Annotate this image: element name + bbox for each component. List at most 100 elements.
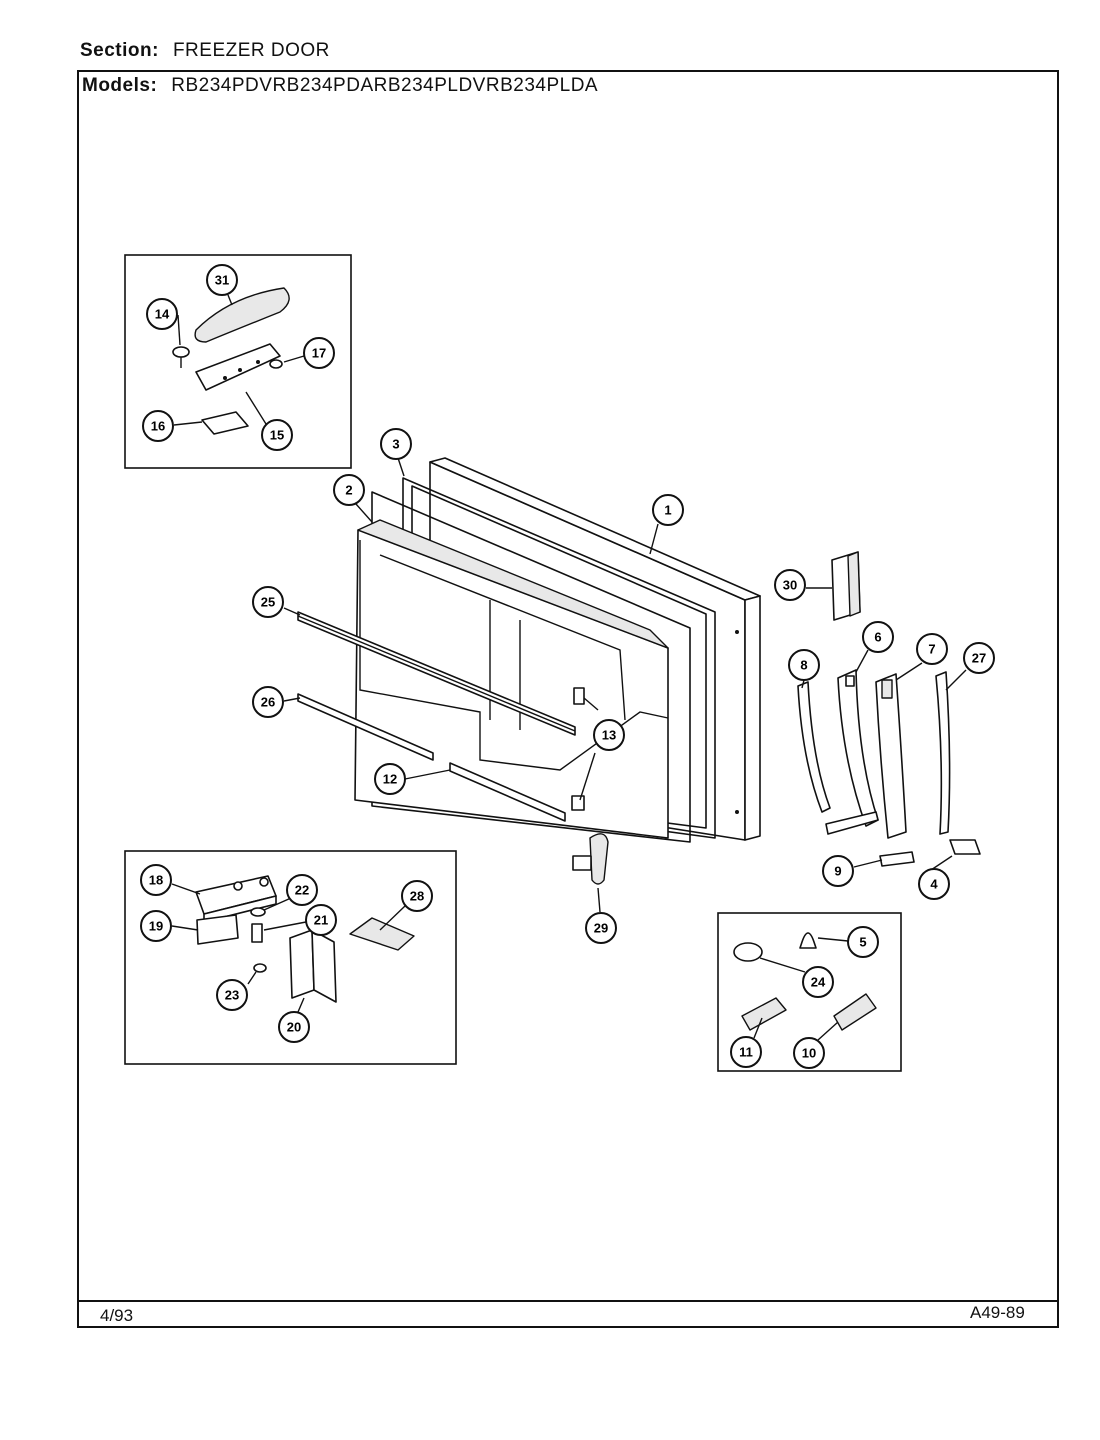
callout-6: 6 (862, 621, 894, 653)
hinge-pin-washer (250, 907, 266, 917)
svg-text:14: 14 (155, 307, 170, 322)
svg-text:28: 28 (410, 889, 424, 904)
handle-trim (875, 673, 907, 839)
callout-30: 30 (774, 569, 806, 601)
callout-9: 9 (822, 855, 854, 887)
callout-27: 27 (963, 642, 995, 674)
callout-22: 22 (286, 874, 318, 906)
svg-text:19: 19 (149, 919, 163, 934)
callout-8: 8 (788, 649, 820, 681)
svg-text:8: 8 (800, 658, 807, 673)
callout-10: 10 (793, 1037, 825, 1069)
svg-text:10: 10 (802, 1046, 816, 1061)
door-handle-piece (572, 833, 609, 885)
svg-text:15: 15 (270, 428, 284, 443)
handle-strap-left (797, 681, 831, 813)
svg-text:1: 1 (664, 503, 671, 518)
callout-21: 21 (305, 904, 337, 936)
hinge-cover (194, 287, 290, 343)
hinge-screw (172, 346, 190, 368)
svg-text:16: 16 (151, 419, 165, 434)
callout-14: 14 (146, 298, 178, 330)
svg-text:26: 26 (261, 695, 275, 710)
svg-text:5: 5 (859, 935, 866, 950)
callout-11: 11 (730, 1036, 762, 1068)
svg-text:31: 31 (215, 273, 229, 288)
svg-text:12: 12 (383, 772, 397, 787)
handle-insert (935, 671, 951, 835)
upper-hinge (195, 343, 281, 391)
callout-4: 4 (918, 868, 950, 900)
callout-31: 31 (206, 264, 238, 296)
door-stop-right (833, 993, 877, 1031)
svg-text:6: 6 (874, 630, 881, 645)
lower-hinge-inset-box (124, 850, 457, 1065)
callout-17: 17 (303, 337, 335, 369)
callout-12: 12 (374, 763, 406, 795)
door-stop-nut (799, 932, 817, 949)
svg-text:7: 7 (928, 642, 935, 657)
svg-text:9: 9 (834, 864, 841, 879)
callout-15: 15 (261, 419, 293, 451)
callout-24: 24 (802, 966, 834, 998)
model-number: RB234PDV (171, 75, 273, 96)
callout-3: 3 (380, 428, 412, 460)
section-label: Section: (80, 40, 159, 61)
section-value: FREEZER DOOR (172, 40, 330, 61)
callout-1: 1 (652, 494, 684, 526)
svg-text:11: 11 (739, 1045, 753, 1060)
callout-20: 20 (278, 1011, 310, 1043)
hinge-bottom-washer (253, 963, 267, 973)
callout-26: 26 (252, 686, 284, 718)
svg-text:30: 30 (783, 578, 797, 593)
svg-text:21: 21 (314, 913, 328, 928)
plug-button (733, 942, 763, 962)
inner-door-liner (354, 519, 669, 839)
hinge-bracket (289, 929, 337, 1003)
svg-text:18: 18 (149, 873, 163, 888)
callout-28: 28 (401, 880, 433, 912)
svg-text:3: 3 (392, 437, 399, 452)
handle-cap (831, 551, 861, 621)
callout-2: 2 (333, 474, 365, 506)
svg-text:23: 23 (225, 988, 239, 1003)
hinge-spacer (196, 914, 239, 945)
svg-text:17: 17 (312, 346, 326, 361)
handle-plate (879, 851, 915, 867)
callout-19: 19 (140, 910, 172, 942)
hardware-inset-box (717, 912, 902, 1072)
callout-29: 29 (585, 912, 617, 944)
model-number: RB234PDA (272, 75, 374, 96)
svg-text:4: 4 (930, 877, 938, 892)
upper-shelf-bar (297, 611, 576, 736)
shelf-clip (571, 687, 585, 811)
hinge-washer (269, 359, 283, 369)
svg-text:20: 20 (287, 1020, 301, 1035)
svg-text:22: 22 (295, 883, 309, 898)
callout-5: 5 (847, 926, 879, 958)
callout-23: 23 (216, 979, 248, 1011)
models-label: Models: (82, 75, 158, 96)
svg-text:13: 13 (602, 728, 616, 743)
model-number: RB234PLDA (485, 75, 599, 96)
callout-16: 16 (142, 410, 174, 442)
footer-date: 4/93 (100, 1306, 134, 1325)
models-line: Models: RB234PDVRB234PDARB234PLDVRB234PLD… (82, 75, 598, 97)
hinge-shim (201, 411, 249, 435)
shelf-retainer (449, 762, 566, 822)
leader-lines (171, 294, 967, 1041)
callout-7: 7 (916, 633, 948, 665)
callout-18: 18 (140, 864, 172, 896)
hinge-cover-plate (349, 917, 415, 951)
hinge-pin-bushing (251, 923, 263, 943)
footer-code: A49-89 (970, 1303, 1025, 1322)
svg-text:25: 25 (261, 595, 275, 610)
diagram-frame (77, 70, 1059, 1328)
svg-text:29: 29 (594, 921, 608, 936)
section-heading: Section: FREEZER DOOR (80, 40, 330, 62)
svg-text:2: 2 (345, 483, 352, 498)
upper-hinge-inset-box (124, 254, 352, 469)
model-number: RB234PLDV (373, 75, 486, 96)
svg-text:24: 24 (811, 975, 826, 990)
